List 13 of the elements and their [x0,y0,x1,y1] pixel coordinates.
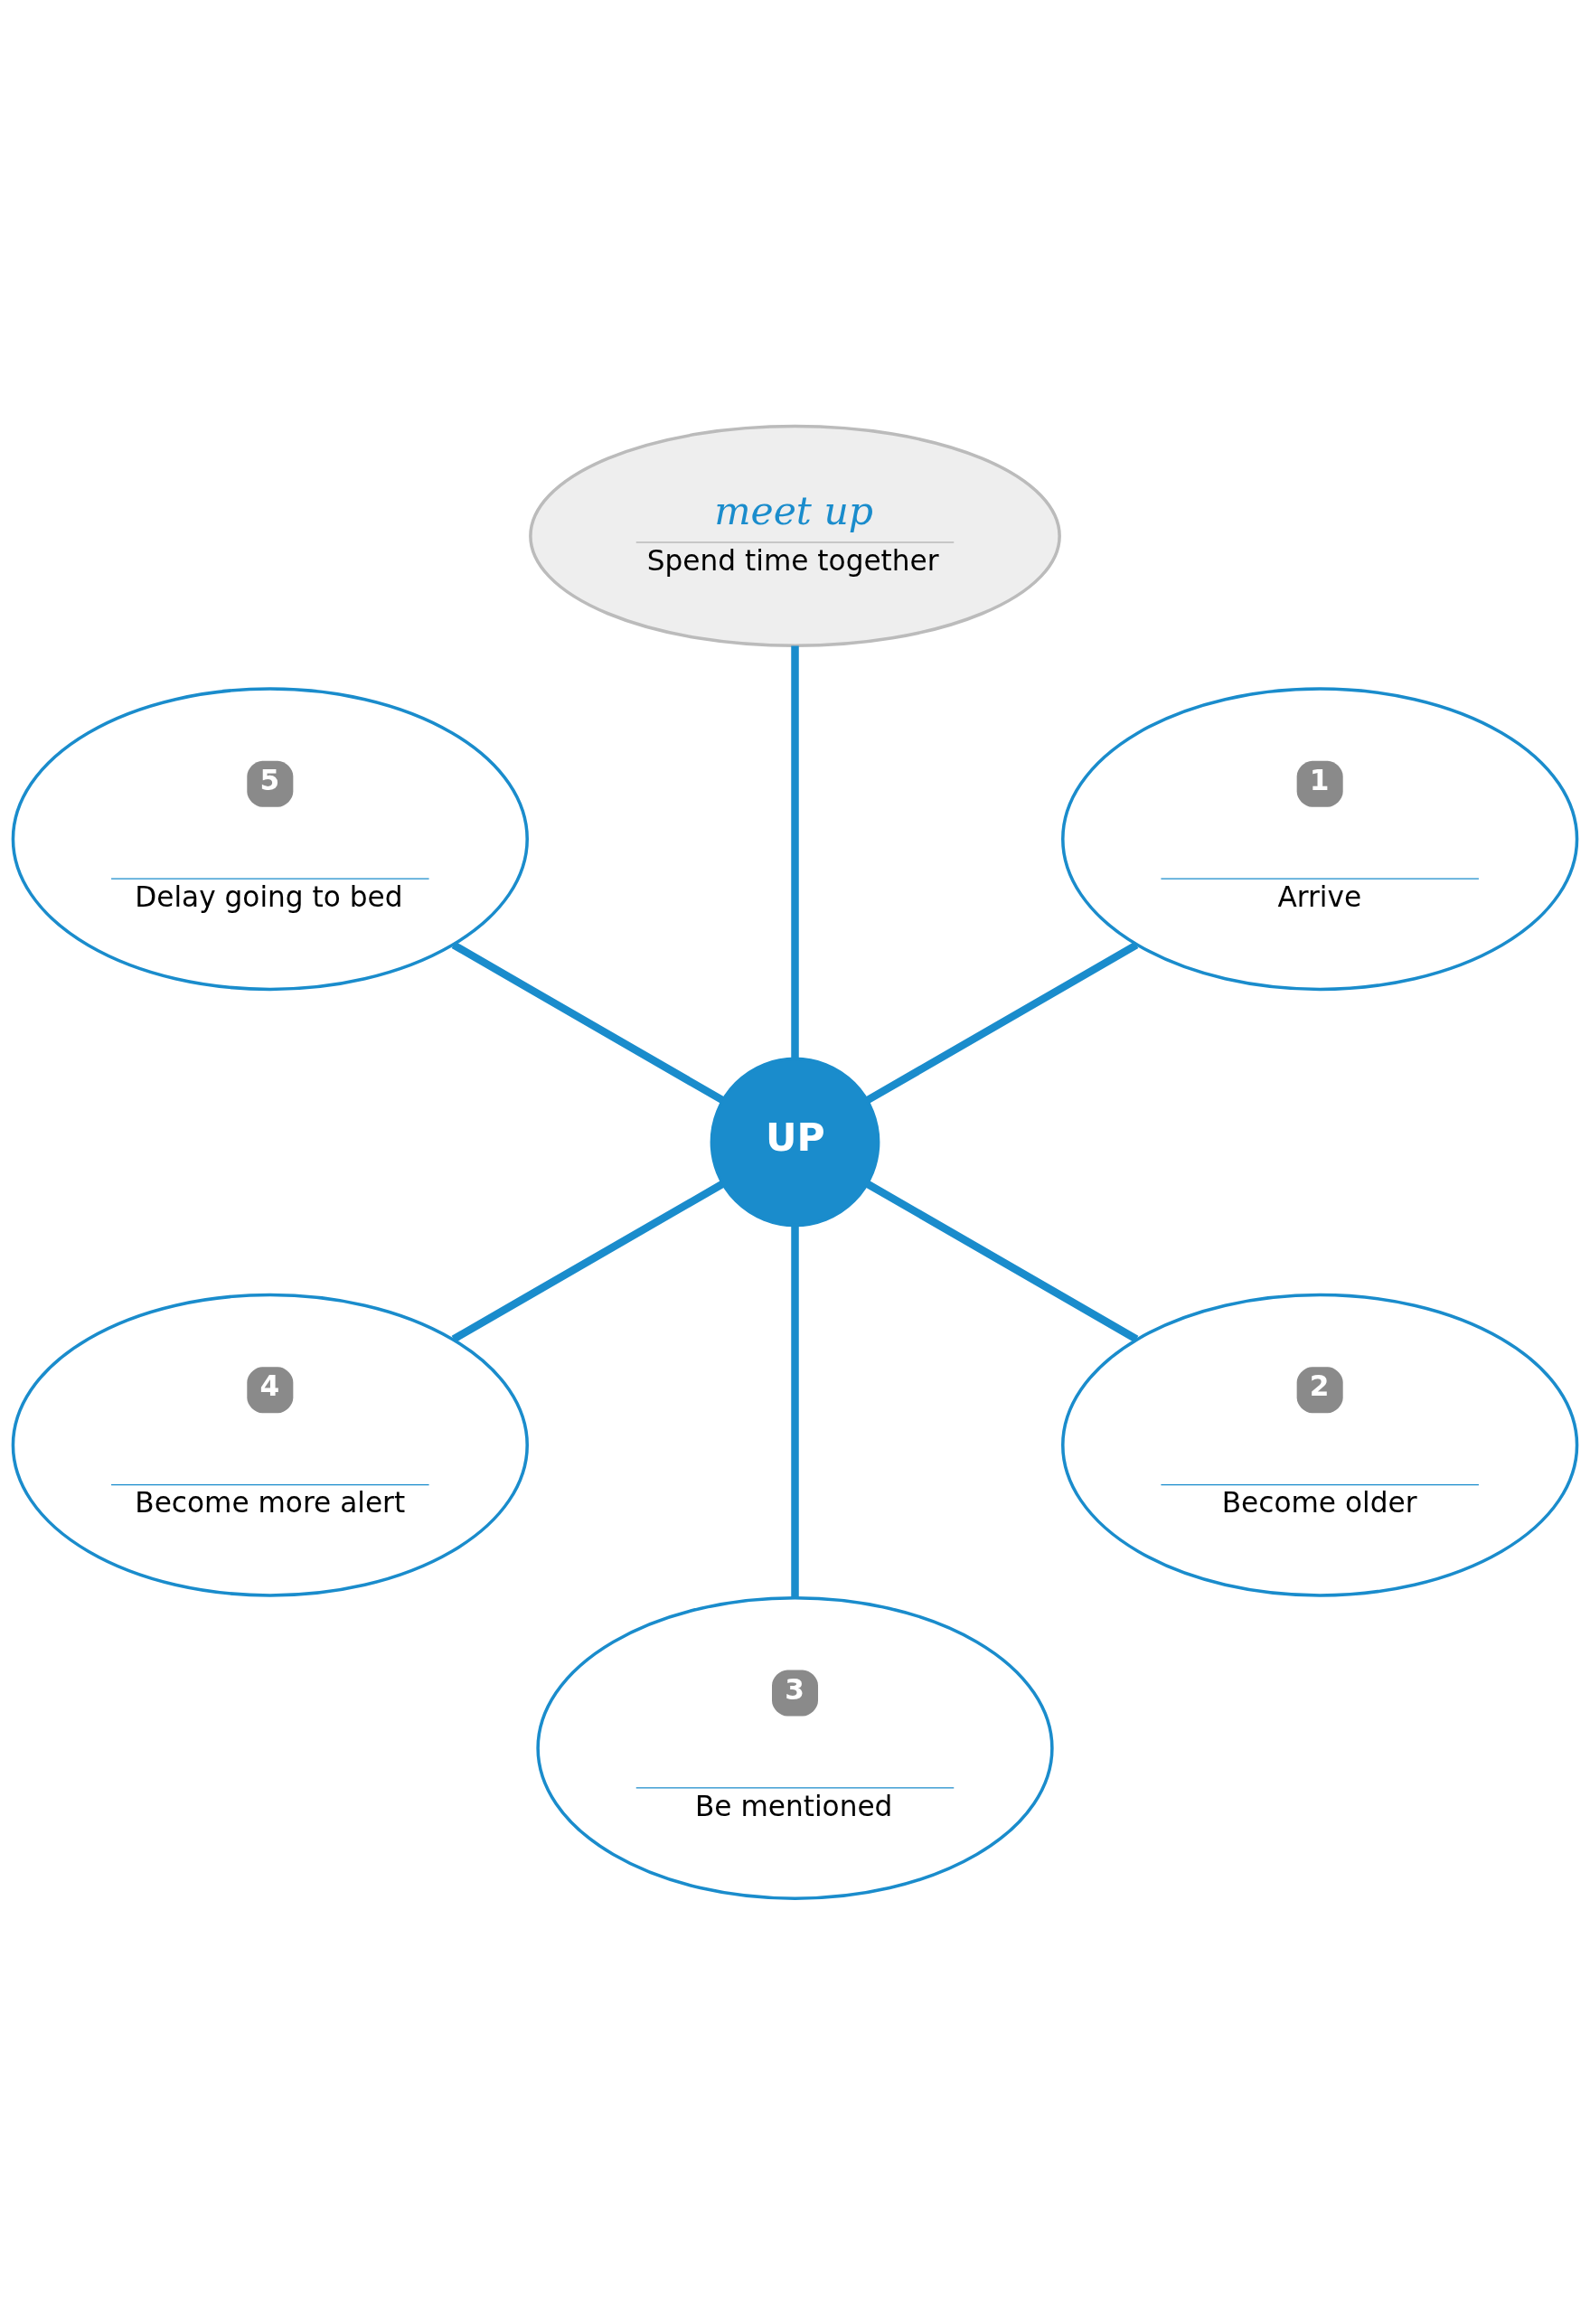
node-ellipse: 2 Become older [1061,1293,1579,1597]
connector [791,1225,799,1597]
node-ellipse: 3 Be mentioned [536,1595,1054,1900]
node-ellipse: 4 Become more alert [11,1293,529,1597]
node-ellipse: 5 Delay going to bed [11,686,529,991]
connector [865,941,1139,1104]
connector [451,1180,725,1342]
node-ellipse: meet up Spend time together [529,424,1061,647]
connector [791,645,799,1059]
node-ellipse: 1 Arrive [1061,686,1579,991]
node-circle: UP [710,1057,880,1227]
connector [451,941,725,1104]
connector [865,1180,1139,1342]
